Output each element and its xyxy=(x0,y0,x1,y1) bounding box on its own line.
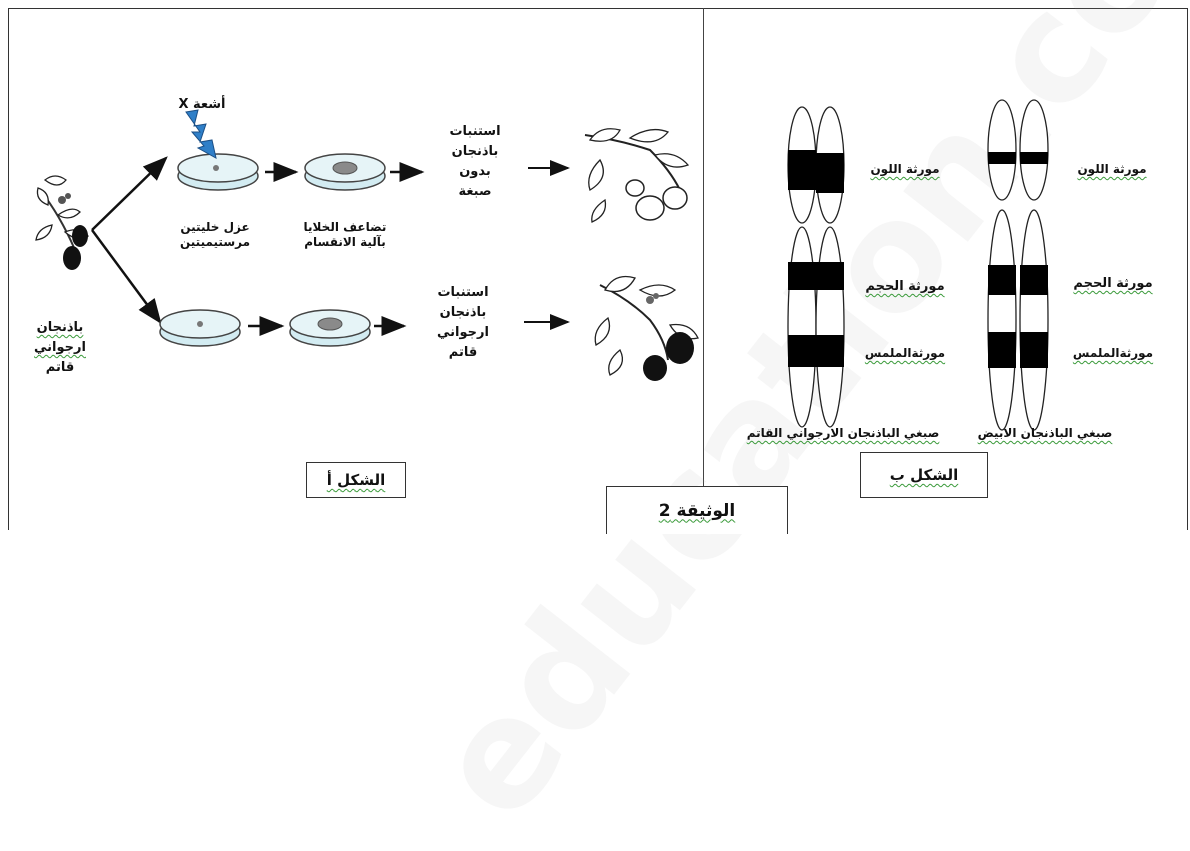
gene-size-label-white: مورثة الحجم xyxy=(1058,275,1168,292)
chromosome-pair-white xyxy=(988,100,1048,430)
gene-texture-label-white: مورثةالملمس xyxy=(1058,346,1168,361)
document-label: الوثيقة 2 xyxy=(659,501,736,521)
gene-color-text-purple: مورثة اللون xyxy=(870,162,939,176)
gene-size-text-white: مورثة الحجم xyxy=(1073,276,1152,291)
gene-texture-text-white: مورثةالملمس xyxy=(1073,346,1153,360)
gene-color-text-white: مورثة اللون xyxy=(1077,162,1146,176)
gene-color-label-purple: مورثة اللون xyxy=(855,162,955,177)
caption-purple: صبغي الباذنجان الارجواني القاتم xyxy=(733,426,953,441)
gene-color-label-white: مورثة اللون xyxy=(1062,162,1162,177)
panel-b-chromosomes xyxy=(0,0,1190,533)
caption-purple-text: صبغي الباذنجان الارجواني القاتم xyxy=(747,426,940,440)
figure-b-label: الشكل ب xyxy=(890,466,958,484)
chromosome-pair-purple xyxy=(788,107,844,427)
caption-white-text: صبغي الباذنجان الابيض xyxy=(978,426,1113,440)
gene-texture-label-purple: مورثةالملمس xyxy=(850,346,960,361)
caption-white: صبغي الباذنجان الابيض xyxy=(965,426,1125,441)
figure-b-box: الشكل ب xyxy=(860,452,988,498)
gene-size-label-purple: مورثة الحجم xyxy=(850,278,960,295)
document-label-box: الوثيقة 2 xyxy=(606,486,788,534)
gene-size-text-purple: مورثة الحجم xyxy=(865,279,944,294)
gene-texture-text-purple: مورثةالملمس xyxy=(865,346,945,360)
